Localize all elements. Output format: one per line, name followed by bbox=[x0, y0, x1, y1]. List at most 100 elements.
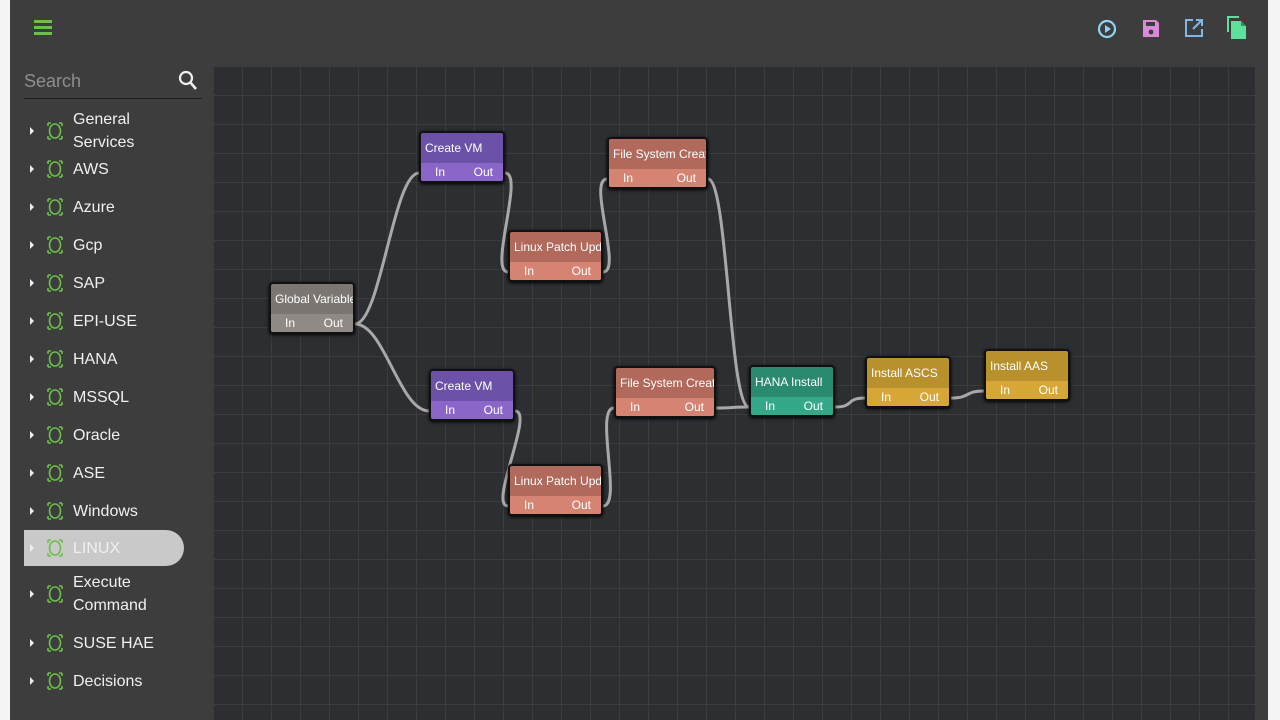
sidebar-item[interactable]: SUSE HAE bbox=[24, 625, 184, 661]
in-port[interactable]: In bbox=[1000, 383, 1011, 397]
out-port[interactable]: Out bbox=[676, 171, 696, 185]
out-port[interactable]: Out bbox=[919, 390, 939, 404]
node-title: Global Variables bbox=[275, 292, 355, 306]
expand-caret-icon[interactable] bbox=[30, 165, 34, 173]
category-icon bbox=[47, 122, 63, 140]
sidebar-item-label: EPI-USE bbox=[73, 312, 138, 330]
flow-node[interactable]: Linux Patch UpdateInOut bbox=[508, 230, 603, 282]
sidebar-item[interactable]: SAP bbox=[24, 265, 184, 301]
connection-edge[interactable] bbox=[715, 405, 750, 410]
node-title: Install ASCS bbox=[871, 366, 938, 380]
hamburger-menu-icon[interactable] bbox=[34, 20, 52, 36]
sidebar-item[interactable]: Execute Command bbox=[24, 568, 184, 620]
node-title: File System Creation bbox=[613, 147, 706, 161]
connection-edge[interactable] bbox=[950, 389, 985, 400]
category-icon bbox=[47, 350, 63, 368]
flow-node[interactable]: Create VM In Out bbox=[419, 131, 505, 183]
node-title: Linux Patch Update bbox=[514, 474, 603, 488]
run-icon[interactable] bbox=[1097, 14, 1123, 42]
in-port[interactable]: In bbox=[623, 171, 634, 185]
out-port[interactable]: Out bbox=[571, 264, 591, 278]
expand-caret-icon[interactable] bbox=[30, 127, 34, 135]
flow-node[interactable]: Create VM In Out bbox=[429, 369, 515, 421]
sidebar-item-label: MSSQL bbox=[73, 388, 130, 406]
sidebar-item[interactable]: Gcp bbox=[24, 227, 184, 263]
search-icon[interactable] bbox=[178, 70, 198, 97]
in-port[interactable]: In bbox=[630, 400, 641, 414]
sidebar-item[interactable]: HANA bbox=[24, 341, 184, 377]
connection-edge[interactable] bbox=[354, 322, 430, 413]
search-input[interactable] bbox=[24, 65, 164, 97]
connection-edge[interactable] bbox=[500, 171, 513, 274]
out-port[interactable]: Out bbox=[323, 316, 343, 330]
out-port[interactable]: Out bbox=[483, 403, 503, 417]
expand-caret-icon[interactable] bbox=[30, 355, 34, 363]
out-port[interactable]: Out bbox=[473, 165, 493, 179]
save-icon[interactable] bbox=[1141, 14, 1167, 42]
flow-node[interactable]: File System CreationInOut bbox=[614, 366, 716, 418]
sidebar-item[interactable]: MSSQL bbox=[24, 379, 184, 415]
sidebar-item-label: Decisions bbox=[73, 672, 143, 690]
out-port[interactable]: Out bbox=[571, 498, 591, 512]
expand-caret-icon[interactable] bbox=[30, 279, 34, 287]
out-port[interactable]: Out bbox=[803, 399, 823, 413]
in-port[interactable]: In bbox=[881, 390, 892, 404]
sidebar-item[interactable]: Azure bbox=[24, 189, 184, 225]
in-port[interactable]: In bbox=[765, 399, 776, 413]
category-icon bbox=[47, 585, 63, 603]
sidebar-item-label: Execute Command bbox=[73, 574, 147, 614]
sidebar-item[interactable]: LINUX bbox=[24, 530, 184, 566]
sidebar-item[interactable]: Decisions bbox=[24, 663, 184, 699]
expand-caret-icon[interactable] bbox=[30, 469, 34, 477]
expand-caret-icon[interactable] bbox=[30, 203, 34, 211]
export-icon[interactable] bbox=[1183, 14, 1209, 42]
expand-caret-icon[interactable] bbox=[30, 317, 34, 325]
connection-edge[interactable] bbox=[834, 396, 866, 409]
category-icon bbox=[47, 426, 63, 444]
connection-edge[interactable] bbox=[599, 177, 611, 274]
sidebar-item-label: Azure bbox=[73, 198, 115, 216]
sidebar-item[interactable]: ASE bbox=[24, 455, 184, 491]
connection-edge[interactable] bbox=[354, 171, 420, 326]
category-icon bbox=[47, 464, 63, 482]
sidebar-item[interactable]: Oracle bbox=[24, 417, 184, 453]
node-title: HANA Install bbox=[755, 375, 823, 389]
flow-node[interactable]: Linux Patch UpdateIn Out bbox=[508, 464, 603, 516]
expand-caret-icon[interactable] bbox=[30, 241, 34, 249]
connection-edge[interactable] bbox=[602, 406, 615, 508]
out-port[interactable]: Out bbox=[684, 400, 704, 414]
node-title: Create VM bbox=[425, 141, 483, 155]
expand-caret-icon[interactable] bbox=[30, 431, 34, 439]
expand-caret-icon[interactable] bbox=[30, 677, 34, 685]
sidebar-item[interactable]: Windows bbox=[24, 493, 184, 529]
in-port[interactable]: In bbox=[524, 264, 535, 278]
flow-node[interactable]: Install ASCS In Out bbox=[865, 356, 951, 408]
node-title: Create VM bbox=[435, 379, 493, 393]
sidebar-item-label: SAP bbox=[73, 274, 106, 292]
connection-edge[interactable] bbox=[501, 409, 522, 508]
in-port[interactable]: In bbox=[435, 165, 446, 179]
sidebar-item[interactable]: AWS bbox=[24, 151, 184, 187]
sidebar-item-label: General Services bbox=[73, 111, 135, 151]
expand-caret-icon[interactable] bbox=[30, 507, 34, 515]
category-icon bbox=[47, 634, 63, 652]
flow-node[interactable]: File System CreationIn Out bbox=[607, 137, 708, 189]
sidebar-item[interactable]: General Services bbox=[24, 111, 184, 151]
expand-caret-icon[interactable] bbox=[30, 544, 34, 552]
copy-icon[interactable] bbox=[1225, 14, 1251, 42]
connection-edge[interactable] bbox=[707, 177, 750, 409]
in-port[interactable]: In bbox=[445, 403, 456, 417]
in-port[interactable]: In bbox=[524, 498, 535, 512]
sidebar-item[interactable]: EPI-USE bbox=[24, 303, 184, 339]
expand-caret-icon[interactable] bbox=[30, 590, 34, 598]
expand-caret-icon[interactable] bbox=[30, 393, 34, 401]
out-port[interactable]: Out bbox=[1038, 383, 1058, 397]
expand-caret-icon[interactable] bbox=[30, 639, 34, 647]
in-port[interactable]: In bbox=[285, 316, 296, 330]
search-box bbox=[24, 65, 202, 99]
